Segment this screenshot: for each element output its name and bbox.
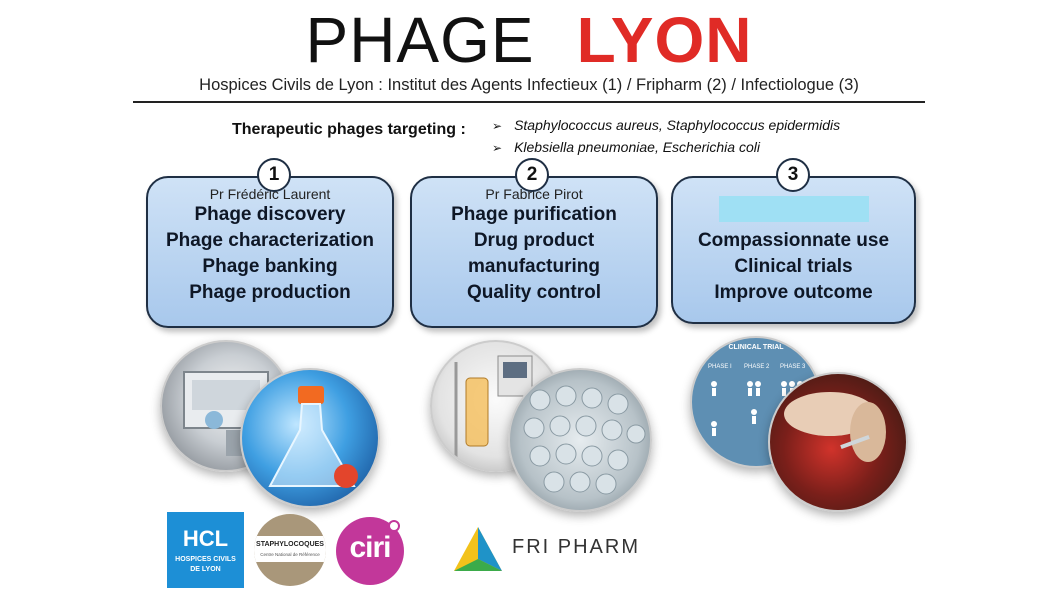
hcl-abbr: HCL [182,526,229,551]
trial-phase: PHASE 3 [780,364,806,370]
staph-logo: STAPHYLOCOQUES Centre National de Référe… [254,514,326,586]
vials-icon [523,385,646,495]
divider [133,101,925,103]
flask-photo [240,368,380,508]
surgery-icon [784,392,886,462]
staph-sub: Centre National de Référence [260,552,320,557]
panel-line: Phage production [189,282,351,303]
ciri-dot [388,520,400,532]
title-lyon: LYON [576,4,753,76]
trial-phase: PHASE 2 [744,364,770,370]
page-title: PHAGE LYON [0,2,1058,78]
target-item: ➢Staphylococcus aureus, Staphylococcus e… [492,117,841,133]
fripharm-name: FRI PHARM [512,536,640,558]
panel-line: Quality control [466,282,602,303]
panel-line: Clinical trials [734,256,853,277]
panel-line: Phage discovery [194,204,346,225]
panel-person: Pr Frédéric Laurent [209,186,331,202]
flask-icon [268,386,358,488]
panel-person: Pr Fabrice Pirot [485,186,583,202]
panel-number-3: 3 [776,158,810,192]
arrow-icon: ➢ [492,119,503,133]
staph-name: STAPHYLOCOQUES [256,541,324,548]
hcl-logo: HCL HOSPICES CIVILS DE LYON [167,512,244,588]
ciri-logo: ciri [336,517,404,585]
trial-heading: CLINICAL TRIAL [728,344,784,351]
targets-label: Therapeutic phages targeting : [232,121,466,138]
target-item: ➢Klebsiella pneumoniae, Escherichia coli [492,139,760,155]
panel-3: Compassionnate use Clinical trials Impro… [671,176,916,324]
panel-line: Compassionnate use [697,230,890,251]
panel-2: Pr Fabrice Pirot Phage purification Drug… [410,176,658,328]
ciri-text: ciri [349,531,391,564]
hcl-line1: HOSPICES CIVILS [175,556,236,563]
panel-line: Phage characterization [165,230,375,251]
panel-line: manufacturing [468,256,600,277]
bioreactor-icon [454,355,533,458]
vials-photo [508,368,652,512]
fripharm-triangle-icon [454,527,502,571]
title-phage: PHAGE [305,4,535,76]
arrow-icon: ➢ [492,141,503,155]
panel-number-2: 2 [515,158,549,192]
surgery-photo [768,372,908,512]
panel-line: Phage purification [451,204,617,225]
trial-phase: PHASE I [708,364,732,370]
hcl-line2: DE LYON [190,566,221,573]
subtitle: Hospices Civils de Lyon : Institut des A… [199,76,859,94]
redacted-name [718,196,869,222]
fripharm-logo [452,525,504,582]
panel-line: Improve outcome [714,282,873,303]
panel-line: Drug product [473,230,595,251]
panel-line: Phage banking [202,256,338,277]
targets-list: ➢Staphylococcus aureus, Staphylococcus e… [492,115,840,159]
panel-number-1: 1 [257,158,291,192]
bioreactor-photo [430,340,562,472]
panel-1: Pr Frédéric Laurent Phage discovery Phag… [146,176,394,328]
